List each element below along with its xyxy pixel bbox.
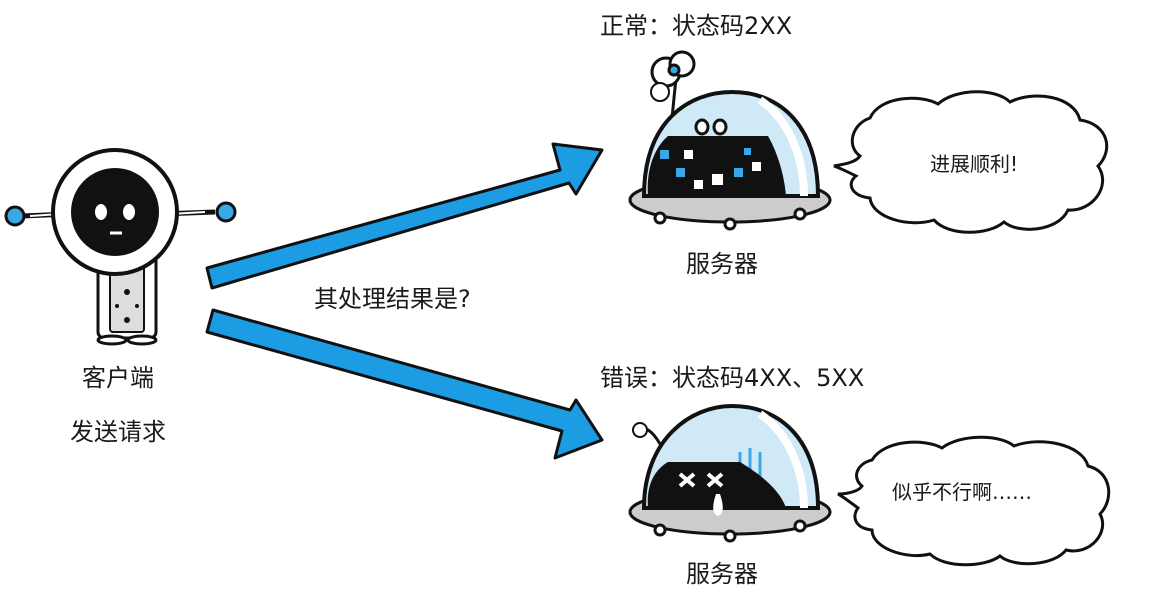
robot-client-icon (4, 148, 237, 346)
arrow-to-ok-server (205, 142, 604, 290)
server-bottom-label: 服务器 (686, 560, 758, 588)
speech-bubble-ok (833, 90, 1109, 234)
error-status-label: 错误：状态码4XX、5XX (600, 364, 865, 392)
client-action-label: 发送请求 (70, 418, 166, 446)
broken-server-robot-icon (628, 403, 832, 543)
question-label: 其处理结果是? (314, 285, 471, 313)
client-label: 客户端 (82, 364, 154, 392)
bubble-ok-text: 进展顺利! (930, 152, 1019, 176)
arrow-to-error-server (205, 308, 604, 460)
normal-status-label: 正常：状态码2XX (600, 12, 793, 40)
bubble-error-text: 似乎不行啊…… (892, 480, 1032, 504)
happy-server-robot-icon (628, 50, 832, 231)
server-top-label: 服务器 (686, 250, 758, 278)
speech-bubble-error (837, 435, 1111, 567)
